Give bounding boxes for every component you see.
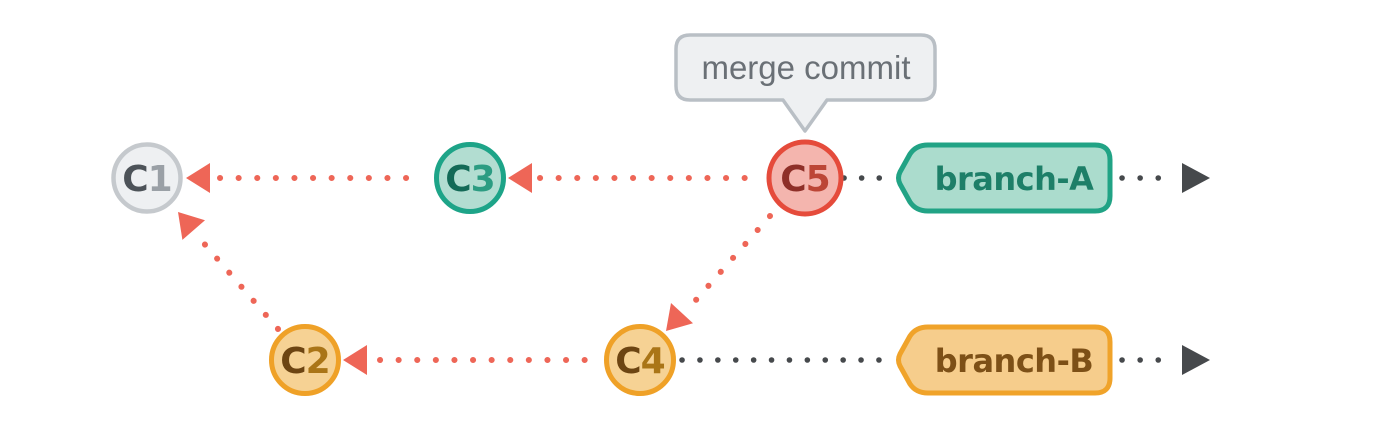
commit-label-c1: C1 — [122, 159, 171, 200]
timeline-b-arrow-icon — [1182, 345, 1210, 375]
branch-badge-b: branch-B — [896, 324, 1113, 396]
commit-circle-c3 — [434, 142, 506, 214]
tooltip-text: merge commit — [701, 49, 910, 86]
commit-label-c4: C4 — [615, 341, 664, 382]
commit-node-c2: C2 — [269, 324, 341, 396]
branch-a-label: branch-A — [935, 160, 1095, 198]
edge-c5-c3-arrow-icon — [508, 163, 532, 193]
branch-badge-b-shape — [896, 324, 1113, 396]
commit-label-c3: C3 — [445, 159, 494, 200]
edge-c5-c4-arrow-icon — [666, 303, 693, 331]
edge-c3-c1-arrow-icon — [186, 163, 210, 193]
commit-label-c2: C2 — [280, 341, 329, 382]
commit-node-c1: C1 — [111, 142, 183, 214]
edge-c2-c1-arrow-icon — [178, 212, 205, 240]
edge-c5-c4-dots — [685, 213, 773, 312]
timeline-a-arrow-icon — [1182, 163, 1210, 193]
commit-circle-c5 — [766, 139, 844, 217]
edge-c4-c2-arrow-icon — [343, 345, 367, 375]
merge-commit-tooltip: merge commit — [674, 33, 937, 133]
commit-node-c3: C3 — [434, 142, 506, 214]
commit-circle-c1 — [111, 142, 183, 214]
edge-c2-c1-dots — [198, 237, 281, 332]
commit-circle-c2 — [269, 324, 341, 396]
commit-label-c5: C5 — [780, 159, 829, 200]
branch-b-label: branch-B — [935, 342, 1093, 380]
tooltip-bubble-shape — [674, 33, 937, 133]
branch-badge-a: branch-A — [896, 142, 1113, 214]
commit-node-c4: C4 — [604, 324, 676, 396]
branch-badge-a-shape — [896, 142, 1113, 214]
commit-node-c5: C5 — [766, 139, 844, 217]
commit-circle-c4 — [604, 324, 676, 396]
